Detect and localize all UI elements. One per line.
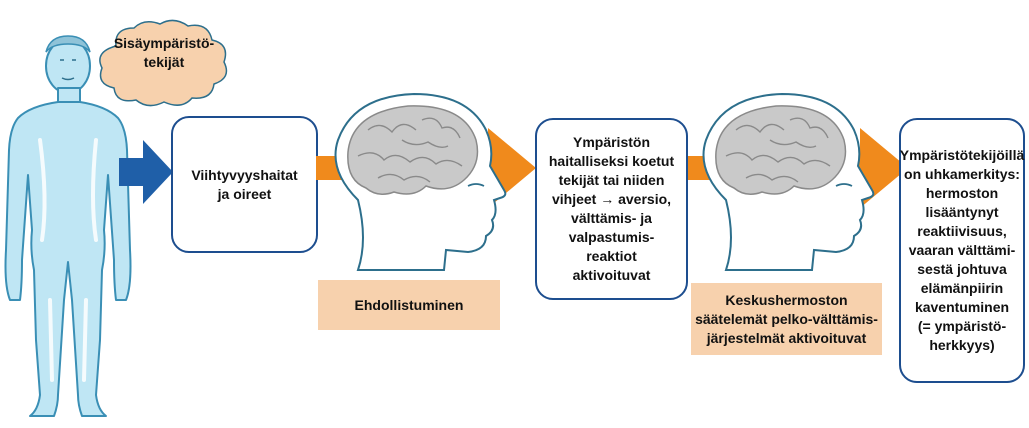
conditioning-label: Ehdollistuminen [318,280,500,330]
brain-head-icon [686,90,882,270]
brain-head-icon [318,90,514,270]
aversion-box: Ympäristön haitalliseksi koetut tekijät … [535,118,688,300]
cns-systems-label: Keskushermoston säätelemät pelko-välttäm… [691,283,882,355]
symptoms-box: Viihtyvyyshaitat ja oireet [171,116,318,253]
arrow-right-icon [119,140,173,204]
threat-meaning-box: Ympäristötekijöillä on uhkamerkitys: her… [899,118,1025,383]
cloud-label: Sisäympäristö- tekijät [94,34,234,72]
